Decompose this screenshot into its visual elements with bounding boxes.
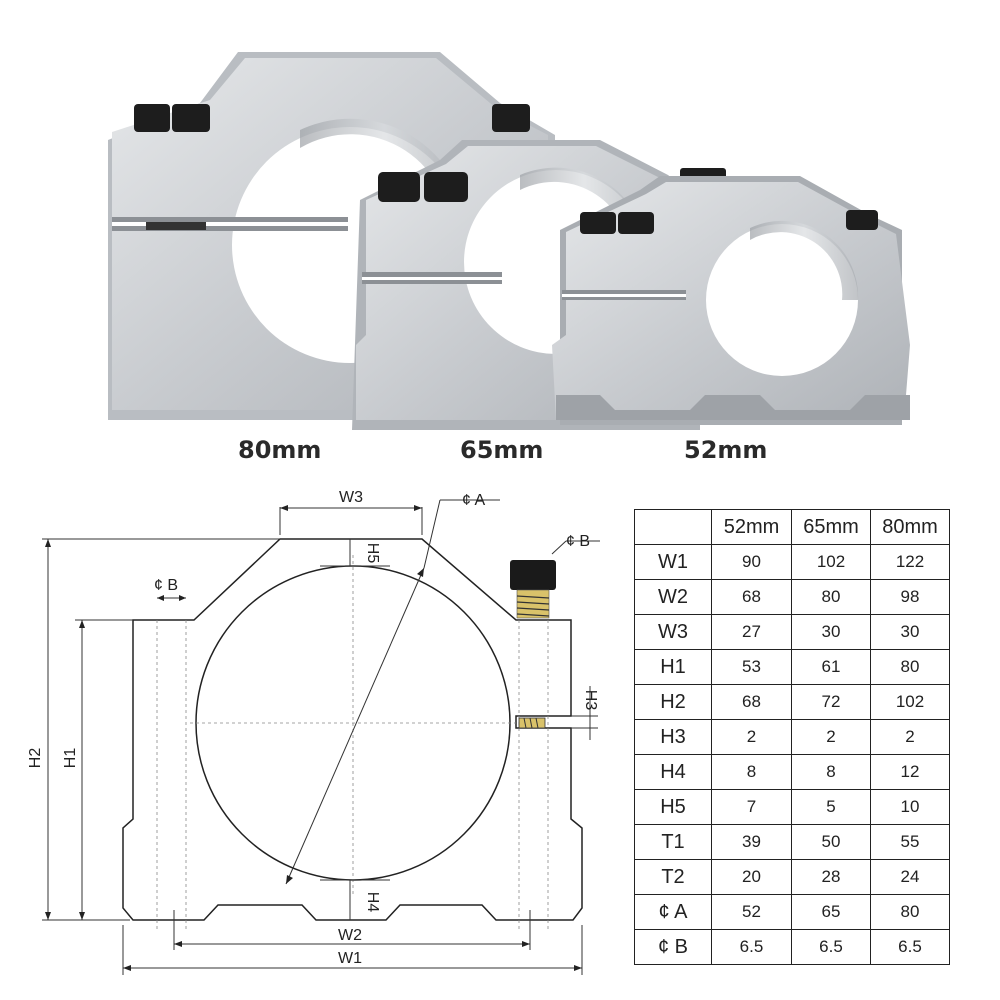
table-header-row: 52mm 65mm 80mm xyxy=(634,509,950,545)
table-header-65mm: 65mm xyxy=(791,509,871,545)
cell-52mm: 8 xyxy=(711,754,792,790)
row-label: W1 xyxy=(634,544,712,580)
row-label: T1 xyxy=(634,824,712,860)
product-photo xyxy=(108,52,910,430)
cell-65mm: 28 xyxy=(791,859,871,895)
cell-65mm: 30 xyxy=(791,614,871,650)
cell-52mm: 2 xyxy=(711,719,792,755)
cell-65mm: 72 xyxy=(791,684,871,720)
dim-label-h5: H5 xyxy=(364,543,381,564)
cell-52mm: 53 xyxy=(711,649,792,685)
row-label: H1 xyxy=(634,649,712,685)
cell-52mm: 6.5 xyxy=(711,929,792,965)
cell-52mm: 7 xyxy=(711,789,792,825)
table-header-80mm: 80mm xyxy=(870,509,950,545)
cell-80mm: 24 xyxy=(870,859,950,895)
size-label-52mm: 52mm xyxy=(684,436,768,464)
cell-80mm: 6.5 xyxy=(870,929,950,965)
dim-label-h3: H3 xyxy=(582,690,599,711)
cell-65mm: 8 xyxy=(791,754,871,790)
clamp-outline xyxy=(122,538,583,921)
size-label-80mm: 80mm xyxy=(238,436,322,464)
cell-80mm: 102 xyxy=(870,684,950,720)
cell-65mm: 6.5 xyxy=(791,929,871,965)
dim-label-w3: W3 xyxy=(339,489,363,506)
dim-label-h4: H4 xyxy=(364,892,381,913)
dim-label-h2: H2 xyxy=(27,748,44,769)
cell-80mm: 122 xyxy=(870,544,950,580)
cell-52mm: 52 xyxy=(711,894,792,930)
row-label: W2 xyxy=(634,579,712,615)
row-label: H4 xyxy=(634,754,712,790)
dim-label-diameter-b-right: ¢ B xyxy=(566,533,590,550)
row-label: W3 xyxy=(634,614,712,650)
row-label: H3 xyxy=(634,719,712,755)
cell-65mm: 102 xyxy=(791,544,871,580)
cell-52mm: 68 xyxy=(711,579,792,615)
dim-label-diameter-a: ¢ A xyxy=(462,492,485,509)
dim-label-w2: W2 xyxy=(338,927,362,944)
cell-65mm: 50 xyxy=(791,824,871,860)
table-header-52mm: 52mm xyxy=(711,509,792,545)
cell-52mm: 39 xyxy=(711,824,792,860)
cell-80mm: 80 xyxy=(870,649,950,685)
cell-52mm: 27 xyxy=(711,614,792,650)
row-label: H5 xyxy=(634,789,712,825)
row-label: ¢ B xyxy=(634,929,712,965)
row-label: T2 xyxy=(634,859,712,895)
cell-65mm: 5 xyxy=(791,789,871,825)
row-label: H2 xyxy=(634,684,712,720)
dim-label-w1: W1 xyxy=(338,950,362,967)
size-label-65mm: 65mm xyxy=(460,436,544,464)
cell-80mm: 30 xyxy=(870,614,950,650)
cell-80mm: 2 xyxy=(870,719,950,755)
cell-65mm: 2 xyxy=(791,719,871,755)
screw-icon xyxy=(510,560,556,729)
dim-label-diameter-b-left: ¢ B xyxy=(154,577,178,594)
clamp-52mm-image xyxy=(552,176,910,425)
cell-65mm: 65 xyxy=(791,894,871,930)
cell-65mm: 80 xyxy=(791,579,871,615)
cell-80mm: 10 xyxy=(870,789,950,825)
technical-drawing: W3 W2 W1 H2 H1 H5 H4 H3 ¢ A ¢ B ¢ B xyxy=(27,489,600,975)
cell-65mm: 61 xyxy=(791,649,871,685)
cell-52mm: 20 xyxy=(711,859,792,895)
cell-80mm: 80 xyxy=(870,894,950,930)
cell-80mm: 98 xyxy=(870,579,950,615)
cell-80mm: 55 xyxy=(870,824,950,860)
dim-label-h1: H1 xyxy=(62,748,79,769)
row-label: ¢ A xyxy=(634,894,712,930)
cell-52mm: 68 xyxy=(711,684,792,720)
cell-80mm: 12 xyxy=(870,754,950,790)
table-header-corner xyxy=(634,509,712,545)
cell-52mm: 90 xyxy=(711,544,792,580)
